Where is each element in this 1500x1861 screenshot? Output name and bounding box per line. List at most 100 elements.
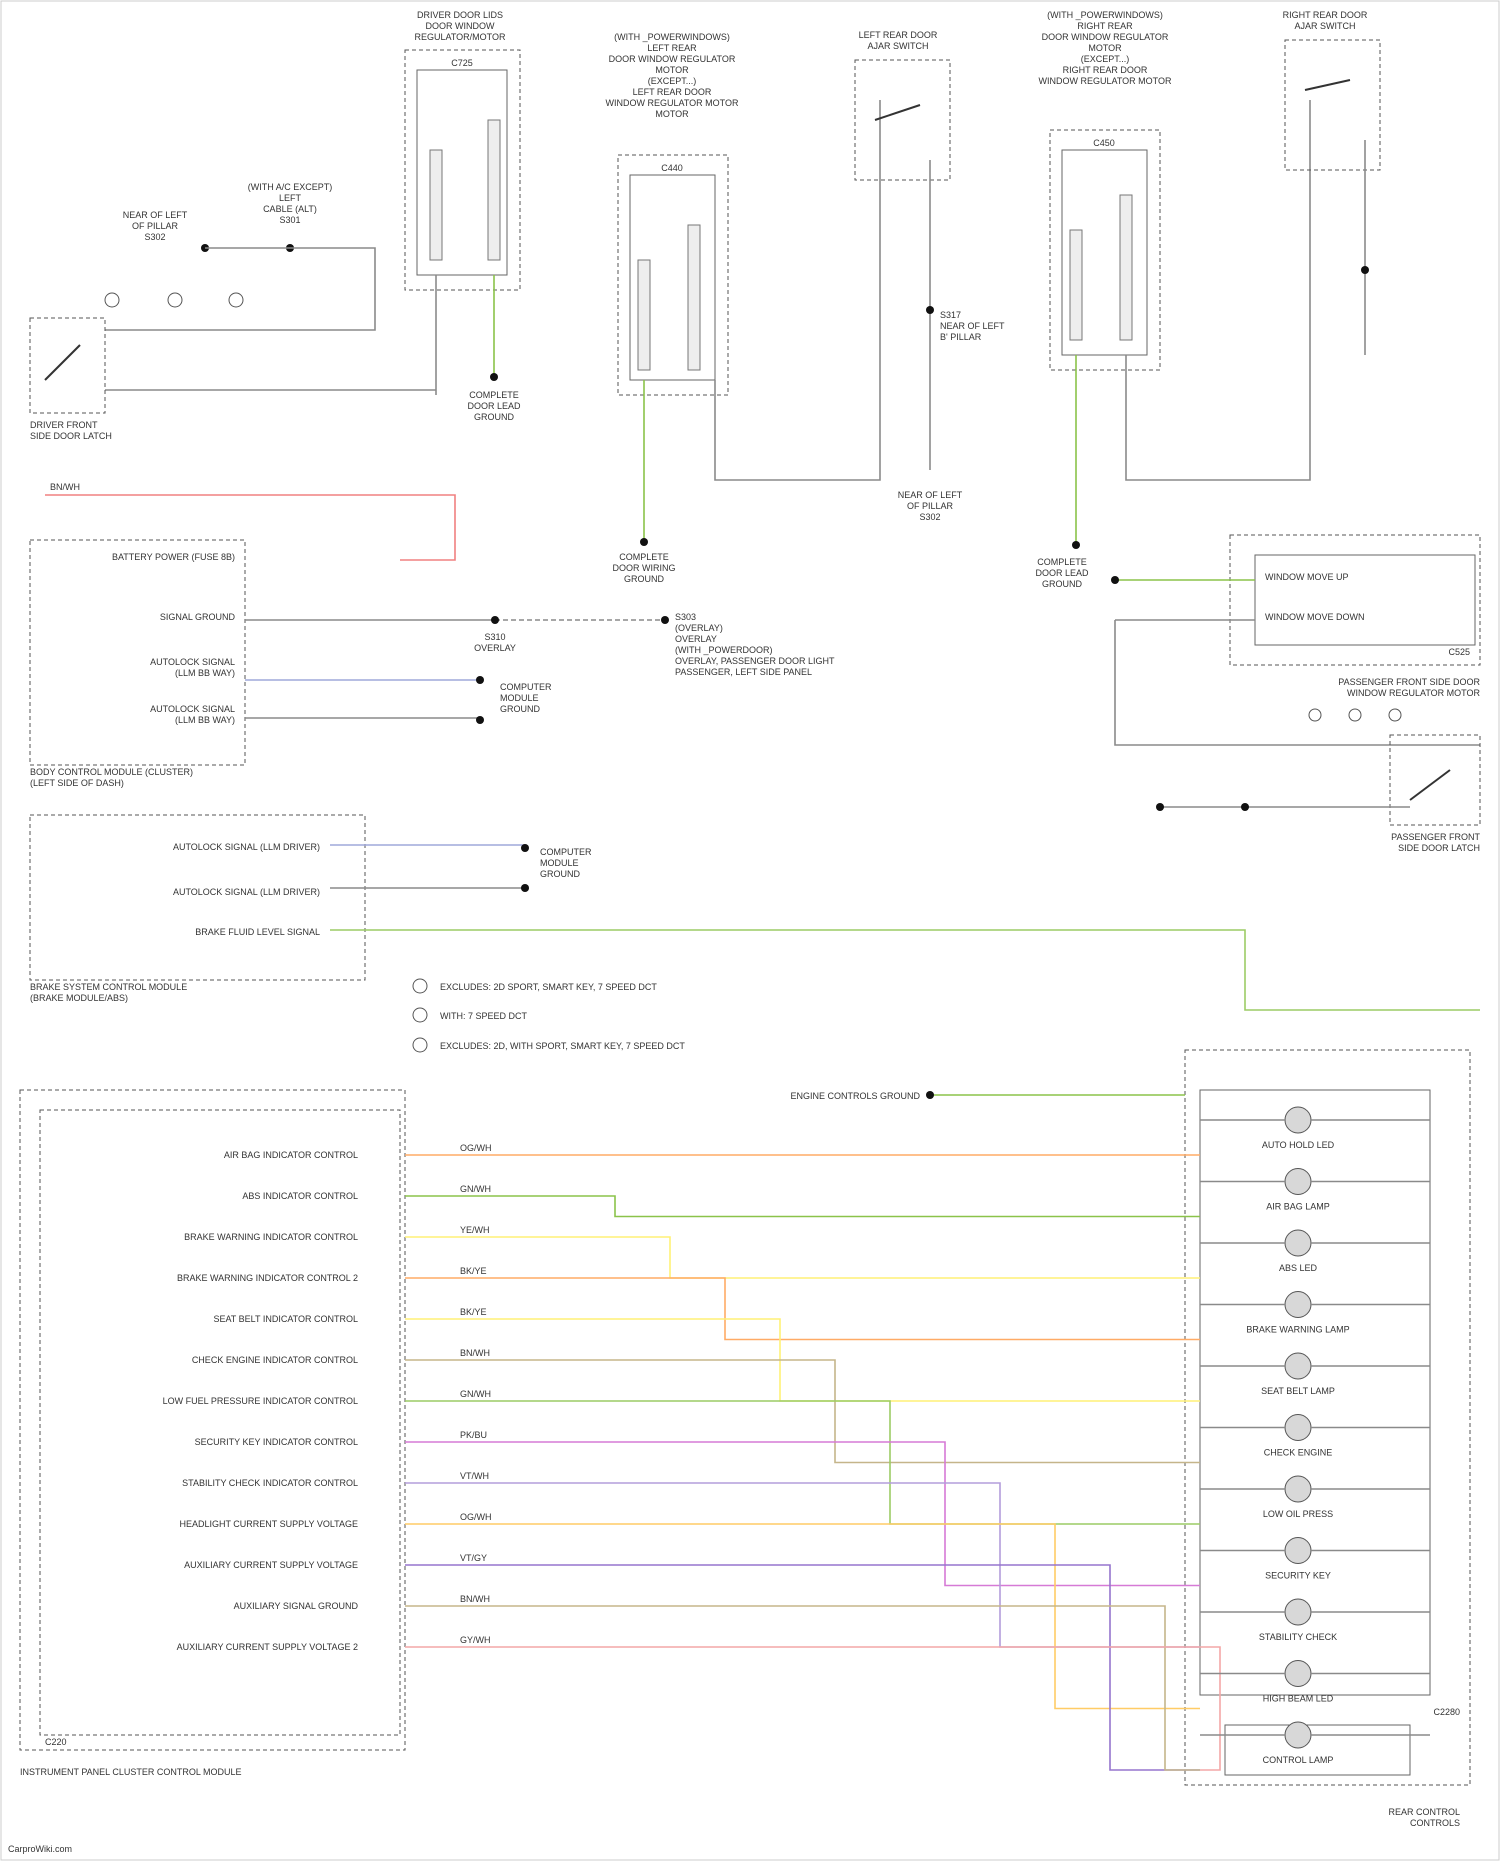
- lamp-bulb-icon: [1285, 1599, 1311, 1625]
- lamp-bulb-icon: [1285, 1169, 1311, 1195]
- lamp-bulb-icon: [1285, 1722, 1311, 1748]
- motor-coil-right: [488, 120, 500, 260]
- lamp-label: SEAT BELT LAMP: [1261, 1386, 1335, 1396]
- ipc-pin-label: CHECK ENGINE INDICATOR CONTROL: [192, 1355, 358, 1365]
- wire-battery-label: BN/WH: [50, 482, 80, 492]
- splice-dot-rr-ajar: [1361, 266, 1369, 274]
- brake-pin-label-2: AUTOLOCK SIGNAL (LLM DRIVER): [173, 887, 320, 897]
- note-3: EXCLUDES: 2D, WITH SPORT, SMART KEY, 7 S…: [440, 1041, 685, 1051]
- lamp-bulb-icon: [1285, 1415, 1311, 1441]
- pin-circle-2: [168, 293, 182, 307]
- bcm-pin-label-1: BATTERY POWER (FUSE 8B): [112, 552, 235, 562]
- lamp-label: ABS LED: [1279, 1263, 1318, 1273]
- pw-pin-label-2: WINDOW MOVE DOWN: [1265, 612, 1365, 622]
- footer-credit: CarproWiki.com: [8, 1844, 72, 1854]
- splice-dot-brake-b: [521, 884, 529, 892]
- ipc-wire-color-label: VT/GY: [460, 1553, 487, 1563]
- ipc-pin-label: SECURITY KEY INDICATOR CONTROL: [195, 1437, 358, 1447]
- brake-pin-label-1: AUTOLOCK SIGNAL (LLM DRIVER): [173, 842, 320, 852]
- ipc-ground-label: ENGINE CONTROLS GROUND: [790, 1091, 920, 1101]
- lamp-bulb-icon: [1285, 1353, 1311, 1379]
- ipc-wire-color-label: YE/WH: [460, 1225, 490, 1235]
- ipc-wire-color-label: OG/WH: [460, 1143, 492, 1153]
- pin-circle-3: [229, 293, 243, 307]
- pw-pin-label-1: WINDOW MOVE UP: [1265, 572, 1349, 582]
- connector-id-right-rear: C450: [1093, 138, 1115, 148]
- lamp-bulb-icon: [1285, 1661, 1311, 1687]
- ipc-wire-color-label: GN/WH: [460, 1389, 491, 1399]
- ipc-pin-label: STABILITY CHECK INDICATOR CONTROL: [182, 1478, 358, 1488]
- splice-dot-pass-2: [1241, 803, 1249, 811]
- ipc-wire-color-label: BN/WH: [460, 1348, 490, 1358]
- ipc-wire-color-label: GN/WH: [460, 1184, 491, 1194]
- splice-dot-gnd-b: [476, 716, 484, 724]
- splice-dot-bcm-2: [661, 616, 669, 624]
- splice-dot-rr: [1072, 541, 1080, 549]
- ipc-pin-label: BRAKE WARNING INDICATOR CONTROL: [184, 1232, 358, 1242]
- bcm-pin-label-2: SIGNAL GROUND: [160, 612, 236, 622]
- splice-dot-lr: [640, 538, 648, 546]
- pw-pin-circle-3: [1389, 709, 1401, 721]
- ipc-pin-label: LOW FUEL PRESSURE INDICATOR CONTROL: [163, 1396, 358, 1406]
- motor-coil-lr-left: [638, 260, 650, 370]
- lamp-bulb-icon: [1285, 1476, 1311, 1502]
- lamp-label: BRAKE WARNING LAMP: [1246, 1325, 1349, 1335]
- pin-circle-1: [105, 293, 119, 307]
- splice-dot-pass: [1156, 803, 1164, 811]
- ipc-wire-color-label: GY/WH: [460, 1635, 491, 1645]
- ipc-wire-color-label: BK/YE: [460, 1307, 487, 1317]
- ipc-pin-label: HEADLIGHT CURRENT SUPPLY VOLTAGE: [179, 1519, 358, 1529]
- motor-coil-left: [430, 150, 442, 260]
- lamp-label: SECURITY KEY: [1265, 1571, 1331, 1581]
- ipc-pin-label: AUXILIARY CURRENT SUPPLY VOLTAGE: [184, 1560, 358, 1570]
- pw-pin-circle-2: [1349, 709, 1361, 721]
- lamp-bulb-icon: [1285, 1292, 1311, 1318]
- ipc-wire-color-label: OG/WH: [460, 1512, 492, 1522]
- ipc-pin-label: BRAKE WARNING INDICATOR CONTROL 2: [177, 1273, 358, 1283]
- connector-id-ipc: C220: [45, 1737, 67, 1747]
- note-1: EXCLUDES: 2D SPORT, SMART KEY, 7 SPEED D…: [440, 982, 657, 992]
- splice-dot-pw: [1111, 576, 1119, 584]
- connector-id-left-rear: C440: [661, 163, 683, 173]
- ipc-pin-label: ABS INDICATOR CONTROL: [242, 1191, 358, 1201]
- ipc-title: INSTRUMENT PANEL CLUSTER CONTROL MODULE: [20, 1767, 242, 1777]
- motor-coil-rr-left: [1070, 230, 1082, 340]
- pw-pin-circle-1: [1309, 709, 1321, 721]
- lamp-label: HIGH BEAM LED: [1263, 1694, 1334, 1704]
- connector-id-bcm: C2280: [1433, 1707, 1460, 1717]
- lamp-bulb-icon: [1285, 1107, 1311, 1133]
- lamp-bulb-icon: [1285, 1538, 1311, 1564]
- ground-right-rear-label: COMPLETEDOOR LEADGROUND: [1035, 557, 1089, 589]
- lamp-label: AUTO HOLD LED: [1262, 1140, 1335, 1150]
- splice-dot-lr-ajar: [926, 306, 934, 314]
- ipc-pin-label: SEAT BELT INDICATOR CONTROL: [213, 1314, 358, 1324]
- note-2: WITH: 7 SPEED DCT: [440, 1011, 528, 1021]
- lamp-label: AIR BAG LAMP: [1266, 1202, 1330, 1212]
- brake-pin-label-3: BRAKE FLUID LEVEL SIGNAL: [195, 927, 320, 937]
- motor-coil-lr-right: [688, 225, 700, 370]
- splice-dot-ipc: [926, 1091, 934, 1099]
- ipc-pin-label: AIR BAG INDICATOR CONTROL: [224, 1150, 358, 1160]
- splice-dot: [490, 373, 498, 381]
- lamp-label: CONTROL LAMP: [1263, 1755, 1334, 1765]
- ipc-wire-color-label: VT/WH: [460, 1471, 489, 1481]
- splice-dot-gnd-a: [476, 676, 484, 684]
- left-rear-ajar-title: LEFT REAR DOORAJAR SWITCH: [859, 30, 938, 51]
- pass-latch-title: PASSENGER FRONTSIDE DOOR LATCH: [1391, 832, 1480, 853]
- lamp-label: STABILITY CHECK: [1259, 1632, 1337, 1642]
- connector-id-driver-window: C725: [451, 58, 473, 68]
- splice-dot-bcm: [491, 616, 499, 624]
- splice-dot-brake-a: [521, 844, 529, 852]
- ipc-wire-color-label: BN/WH: [460, 1594, 490, 1604]
- connector-id-pw: C525: [1448, 647, 1470, 657]
- lamp-bulb-icon: [1285, 1230, 1311, 1256]
- ipc-pin-label: AUXILIARY SIGNAL GROUND: [234, 1601, 359, 1611]
- motor-coil-rr-right: [1120, 195, 1132, 340]
- ipc-wire-color-label: BK/YE: [460, 1266, 487, 1276]
- lamp-label: LOW OIL PRESS: [1263, 1509, 1333, 1519]
